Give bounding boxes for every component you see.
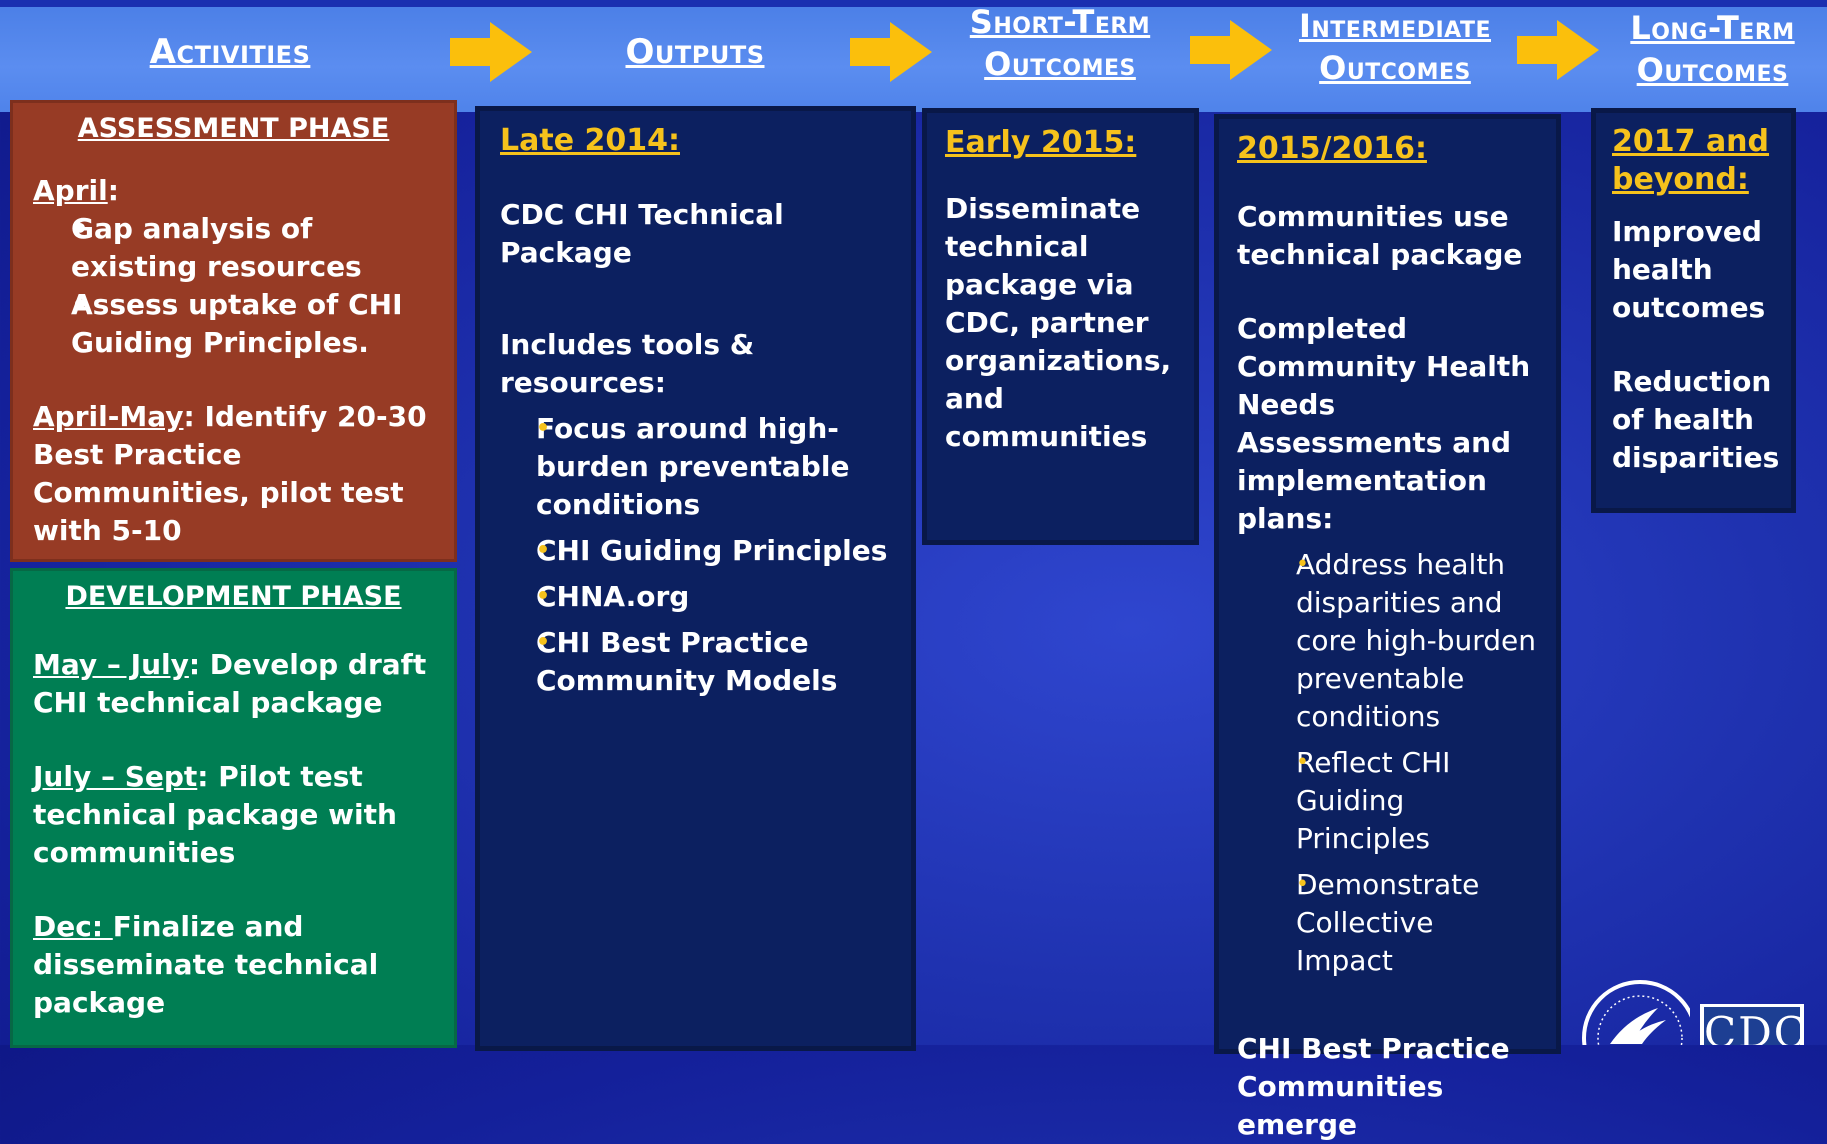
development-item-text: : Develop draft CHI technical package <box>33 648 427 719</box>
outputs-bullet: CHNA.org <box>500 578 891 616</box>
intermediate-bullet: Demonstrate Collective Impact <box>1237 866 1538 980</box>
development-item-label: July – Sept <box>33 760 198 793</box>
long-term-reduction: Reduction of health disparities <box>1612 365 1780 474</box>
header-short-term-line1: Short-Term <box>969 3 1151 41</box>
cdc-logo: CDC <box>1700 1004 1804 1045</box>
april-may-text: : Identify 20-30 Best Practice Communiti… <box>33 400 427 547</box>
intermediate-bullet: Reflect CHI Guiding Principles <box>1237 744 1538 858</box>
outputs-bullet-text: CHI Guiding Principles <box>536 534 888 567</box>
header-intermediate-line1: Intermediate <box>1298 7 1491 45</box>
outputs-box: Late 2014: CDC CHI Technical Package Inc… <box>475 106 916 1051</box>
short-term-box: Early 2015: Disseminate technical packag… <box>922 108 1199 545</box>
outputs-package: CDC CHI Technical Package <box>500 198 784 269</box>
development-phase-box: DEVELOPMENT PHASE May – July: Develop dr… <box>10 568 457 1048</box>
arrow-icon <box>850 22 932 82</box>
intermediate-bullet-text: Reflect CHI Guiding Principles <box>1296 746 1451 855</box>
arrow-icon <box>1517 20 1599 80</box>
long-term-improved: Improved health outcomes <box>1612 215 1766 324</box>
outputs-bullet-list: Focus around high-burden preventable con… <box>500 410 891 700</box>
outputs-date: Late 2014: <box>500 123 680 158</box>
outputs-bullet: CHI Best Practice Community Models <box>500 624 891 700</box>
development-item-label: May – July <box>33 648 189 681</box>
header-long-term-line1: Long-Term <box>1630 9 1795 47</box>
assessment-bullet: Assess uptake of CHI Guiding Principles. <box>33 286 434 362</box>
intermediate-use: Communities use technical package <box>1237 200 1523 271</box>
header-intermediate: Intermediate Outcomes <box>1265 6 1525 89</box>
april-may-item: April-May: Identify 20-30 Best Practice … <box>33 398 434 550</box>
outputs-bullet-text: Focus around high-burden preventable con… <box>536 412 850 521</box>
intermediate-completed: Completed Community Health Needs Assessm… <box>1237 312 1531 535</box>
short-term-text: Disseminate technical package via CDC, p… <box>945 192 1172 453</box>
header-outputs: Outputs <box>625 32 765 72</box>
development-item-label: Dec: <box>33 910 113 943</box>
april-heading: April: <box>33 172 434 210</box>
intermediate-date: 2015/2016: <box>1237 131 1427 166</box>
header-intermediate-line2: Outcomes <box>1319 48 1471 87</box>
short-term-date: Early 2015: <box>945 125 1137 160</box>
development-item: Dec: Finalize and disseminate technical … <box>33 908 434 1022</box>
arrow-icon <box>450 22 532 82</box>
header-long-term: Long-Term Outcomes <box>1595 8 1827 91</box>
header-short-term-line2: Outcomes <box>984 44 1136 83</box>
april-label: April <box>33 174 108 207</box>
assessment-bullet-list: Gap analysis of existing resources Asses… <box>33 210 434 362</box>
development-phase-title: DEVELOPMENT PHASE <box>65 581 402 612</box>
assessment-phase-title: ASSESSMENT PHASE <box>77 113 390 144</box>
intermediate-bullet-text: Demonstrate Collective Impact <box>1296 868 1480 977</box>
intermediate-bullet-text: Address health disparities and core high… <box>1296 548 1536 733</box>
intermediate-bullet-list: Address health disparities and core high… <box>1237 546 1538 980</box>
header-long-term-line2: Outcomes <box>1636 50 1789 89</box>
hhs-seal-icon <box>1582 980 1690 1045</box>
outputs-bullet: CHI Guiding Principles <box>500 532 891 570</box>
assessment-bullet-text: Assess uptake of CHI Guiding Principles. <box>71 288 403 359</box>
outputs-bullet-text: CHNA.org <box>536 580 690 613</box>
outputs-bullet-text: CHI Best Practice Community Models <box>536 626 838 697</box>
development-item-text: Finalize and disseminate technical packa… <box>33 910 379 1019</box>
assessment-bullet: Gap analysis of existing resources <box>33 210 434 286</box>
assessment-phase-box: ASSESSMENT PHASE April: Gap analysis of … <box>10 100 457 562</box>
april-may-label: April-May <box>33 400 184 433</box>
intermediate-bullet: Address health disparities and core high… <box>1237 546 1538 736</box>
development-item: May – July: Develop draft CHI technical … <box>33 646 434 722</box>
arrow-icon <box>1190 20 1272 80</box>
header-short-term: Short-Term Outcomes <box>930 2 1190 85</box>
assessment-bullet-text: Gap analysis of existing resources <box>71 212 362 283</box>
cdc-logo-inner: CDC <box>1704 1007 1804 1045</box>
long-term-box: 2017 and beyond: Improved health outcome… <box>1591 108 1796 513</box>
development-item: July – Sept: Pilot test technical packag… <box>33 758 434 872</box>
development-item-text: : Pilot test technical package with comm… <box>33 760 397 869</box>
long-term-date: 2017 and beyond: <box>1612 124 1770 197</box>
top-rule <box>0 0 1827 7</box>
outputs-bullet: Focus around high-burden preventable con… <box>500 410 891 524</box>
april-colon: : <box>107 174 119 207</box>
intermediate-box: 2015/2016: Communities use technical pac… <box>1214 114 1561 1141</box>
header-activities: Activities <box>149 32 311 72</box>
intermediate-emerge: CHI Best Practice Communities emerge <box>1237 1032 1510 1141</box>
outputs-includes: Includes tools & resources: <box>500 328 755 399</box>
